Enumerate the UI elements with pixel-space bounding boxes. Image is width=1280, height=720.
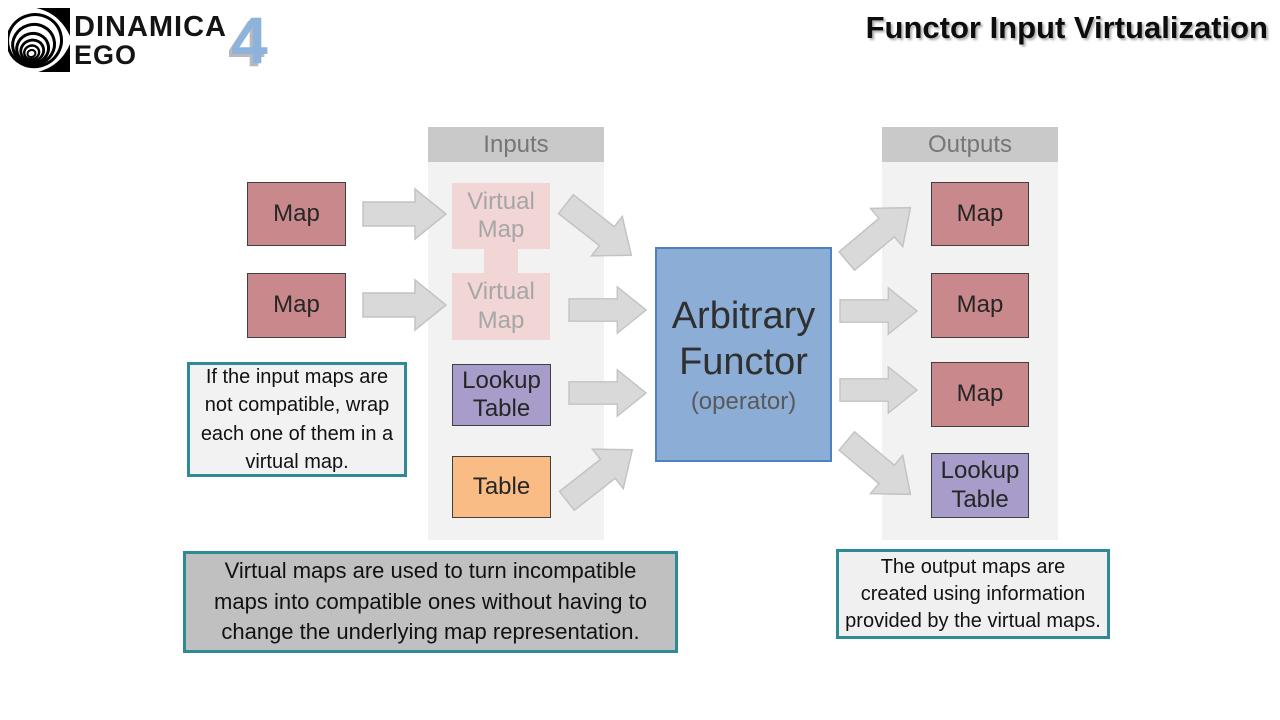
brand-name-dinamica: DINAMICA xyxy=(74,11,227,43)
output-map-2-box: Map xyxy=(931,273,1029,338)
output-lookup-table-box: Lookup Table xyxy=(931,453,1029,518)
input-lookup-table-box: Lookup Table xyxy=(452,364,551,426)
arrow-functor-to-outputmap3-icon xyxy=(839,365,919,415)
input-map-2-box: Map xyxy=(247,273,346,338)
arrow-functor-to-outputmap1-icon xyxy=(838,206,912,272)
input-table-box: Table xyxy=(452,456,551,518)
virtual-map-1-box: Virtual Map xyxy=(452,183,550,249)
arrow-functor-to-outputlookuptable-icon xyxy=(838,430,912,496)
input-map-1-box: Map xyxy=(247,182,346,246)
arrow-map1-to-virtualmap1-icon xyxy=(362,187,448,241)
inputs-panel-header: Inputs xyxy=(428,127,604,162)
output-map-1-box: Map xyxy=(931,182,1029,246)
output-map-3-box: Map xyxy=(931,362,1029,427)
page-title: Functor Input Virtualization xyxy=(865,10,1268,45)
virtual-map-connector xyxy=(484,248,518,274)
arrow-table-to-functor-icon xyxy=(558,448,634,512)
arrow-virtualmap2-to-functor-icon xyxy=(568,285,648,335)
callout-virtual-maps-note: Virtual maps are used to turn incompatib… xyxy=(183,551,678,653)
arbitrary-functor-box: Arbitrary Functor (operator) xyxy=(655,247,832,462)
functor-subtitle: (operator) xyxy=(690,387,797,415)
arrow-lookuptable-to-functor-icon xyxy=(568,368,648,418)
dinamica-ego-logo-icon xyxy=(8,8,70,72)
outputs-panel-header: Outputs xyxy=(882,127,1058,162)
arrow-virtualmap1-to-functor-icon xyxy=(557,193,633,257)
callout-input-wrap-note: If the input maps are not compatible, wr… xyxy=(187,362,407,477)
callout-output-maps-note: The output maps are created using inform… xyxy=(836,549,1110,639)
arrow-map2-to-virtualmap2-icon xyxy=(362,278,448,332)
brand-name-ego: EGO xyxy=(74,40,138,70)
virtual-map-2-box: Virtual Map xyxy=(452,273,550,340)
brand-version-number: 4 xyxy=(231,3,268,77)
functor-title: Arbitrary Functor xyxy=(671,294,816,384)
arrow-functor-to-outputmap2-icon xyxy=(839,286,919,336)
